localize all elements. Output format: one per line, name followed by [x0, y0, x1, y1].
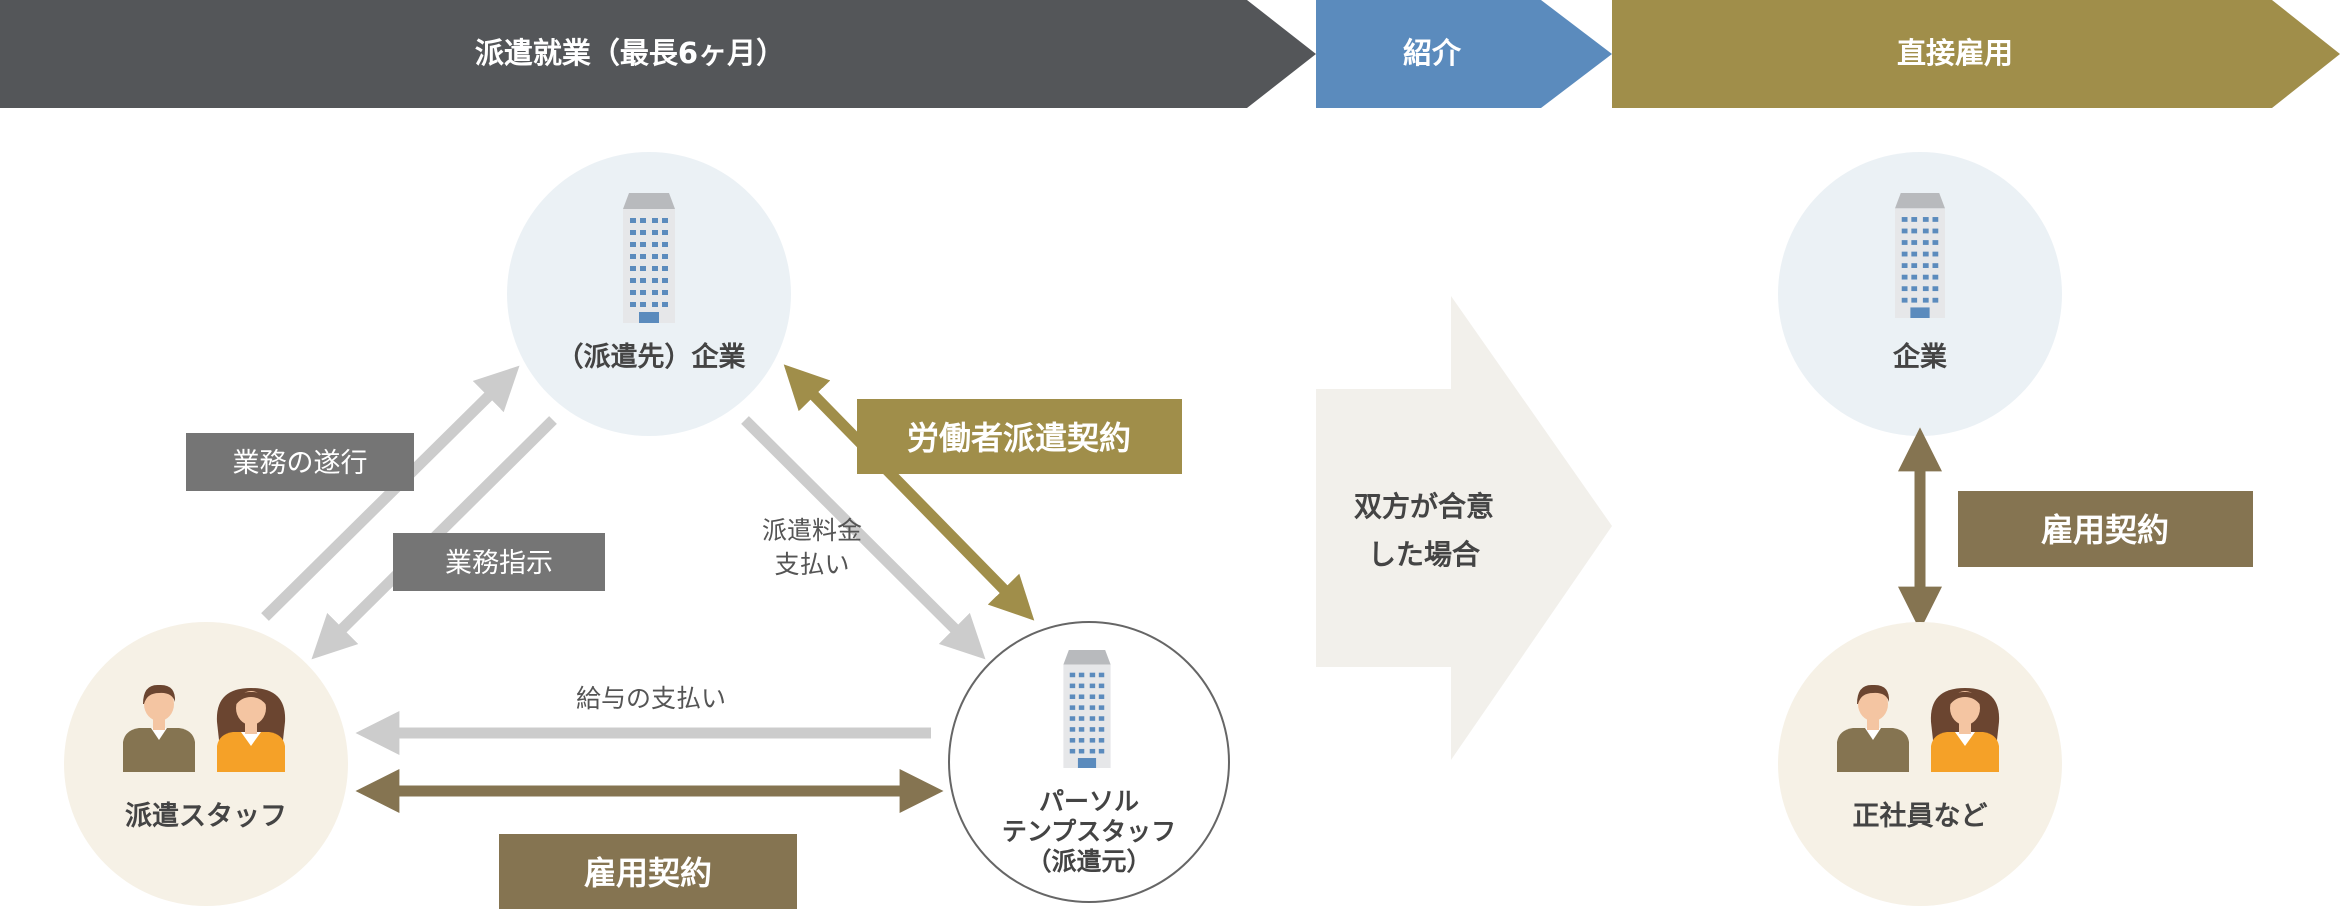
- phase-label-dispatch: 派遣就業（最長6ヶ月）: [475, 36, 785, 70]
- building-icon: [623, 193, 675, 323]
- work-instruction-label: 業務指示: [445, 548, 553, 579]
- fee-label-line2: 支払い: [774, 550, 849, 579]
- direct-contract-label: 雇用契約: [2041, 511, 2169, 549]
- transition-label-line2: した場合: [1368, 538, 1481, 571]
- phase-bar-dispatch: [0, 0, 1316, 108]
- dispatch-contract-tag: [857, 399, 1182, 474]
- fee-label-line1: 派遣料金: [762, 516, 862, 545]
- employment-contract-tag: [499, 834, 797, 909]
- work-execution-label: 業務の遂行: [233, 448, 368, 479]
- regular-employee-label: 正社員など: [1853, 800, 1988, 832]
- dispatch-staff-circle: [64, 622, 348, 906]
- transition-arrow: [1316, 296, 1612, 760]
- transition-label-line1: 双方が合意: [1354, 490, 1494, 523]
- dispatch-staff-label: 派遣スタッフ: [125, 801, 287, 832]
- regular-employee-circle: [1778, 622, 2062, 906]
- direct-contract-tag: [1958, 491, 2253, 567]
- direct-company-label: 企業: [1893, 341, 1947, 373]
- building-icon: [1063, 650, 1111, 768]
- salary-label: 給与の支払い: [576, 684, 726, 713]
- agency-label-line1: パーソル: [1039, 787, 1139, 816]
- work-instruction-tag: [393, 533, 605, 591]
- phase-label-direct: 直接雇用: [1897, 36, 2013, 70]
- phase-bar-direct: [1612, 0, 2340, 108]
- phase-bar-intro: [1316, 0, 1612, 108]
- work-execution-tag: [186, 433, 414, 491]
- phase-label-intro: 紹介: [1403, 36, 1462, 70]
- dispatch-contract-label: 労働者派遣契約: [907, 419, 1131, 457]
- dispatch-contract-arrow: [783, 364, 1035, 621]
- employment-contract-label: 雇用契約: [584, 854, 712, 892]
- agency-label-line3: （派遣元）: [1026, 847, 1151, 876]
- client-company-label: （派遣先）企業: [557, 341, 746, 373]
- agency-label-line2: テンプスタッフ: [1002, 817, 1176, 846]
- work-execution-arrow: [261, 365, 520, 621]
- building-icon: [1895, 193, 1945, 318]
